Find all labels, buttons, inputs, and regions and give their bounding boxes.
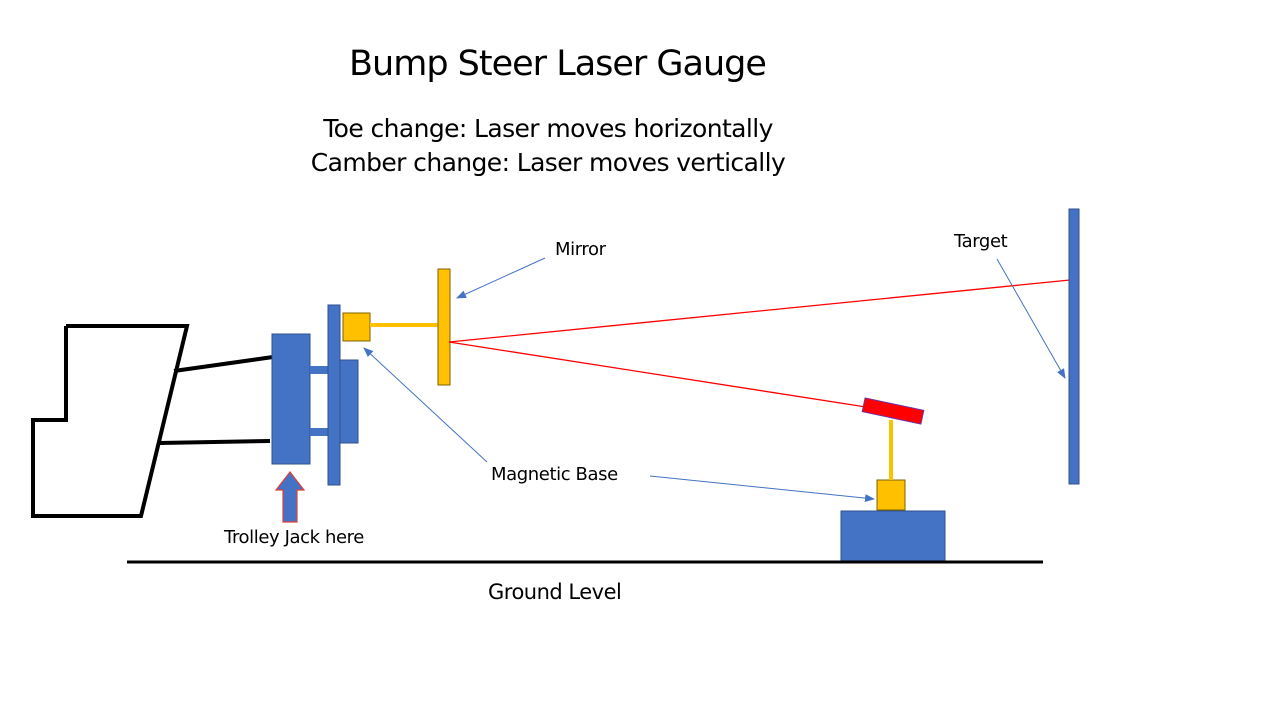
ground-level-label: Ground Level xyxy=(488,580,622,604)
hub-upright xyxy=(271,333,311,465)
laser-magnetic-base xyxy=(876,479,906,511)
subtitle-toe-change: Toe change: Laser moves horizontally xyxy=(323,114,773,143)
laser-beam-incident xyxy=(448,341,867,408)
upper-control-arm xyxy=(173,355,274,373)
magnetic-base-callout-arrow-hub xyxy=(363,347,488,463)
magnetic-base-callout-arrow-stand xyxy=(649,475,875,503)
car-body-outline xyxy=(31,324,190,518)
laser-beam-reflected xyxy=(448,279,1071,343)
mirror-label: Mirror xyxy=(555,239,606,260)
hub-flange xyxy=(339,359,359,444)
subtitle-camber-change: Camber change: Laser moves vertically xyxy=(310,148,786,177)
diagram-title: Bump Steer Laser Gauge xyxy=(349,44,767,84)
hub-stud-lower xyxy=(310,428,329,436)
target-board xyxy=(1068,208,1080,485)
wheel-hub-plate xyxy=(327,304,341,486)
lower-control-arm xyxy=(158,439,271,445)
trolley-jack-label: Trolley Jack here xyxy=(224,527,364,548)
hub-magnetic-base xyxy=(342,312,371,342)
hub-stud-upper xyxy=(310,366,329,374)
mirror-callout-arrow xyxy=(456,257,546,299)
laser-stand-base xyxy=(840,510,946,563)
target-callout-arrow xyxy=(996,258,1066,379)
mirror xyxy=(437,268,451,386)
magnetic-base-label: Magnetic Base xyxy=(491,464,618,485)
target-label: Target xyxy=(954,231,1008,252)
laser-emitter xyxy=(861,397,925,425)
trolley-jack-arrow-icon xyxy=(274,471,306,523)
